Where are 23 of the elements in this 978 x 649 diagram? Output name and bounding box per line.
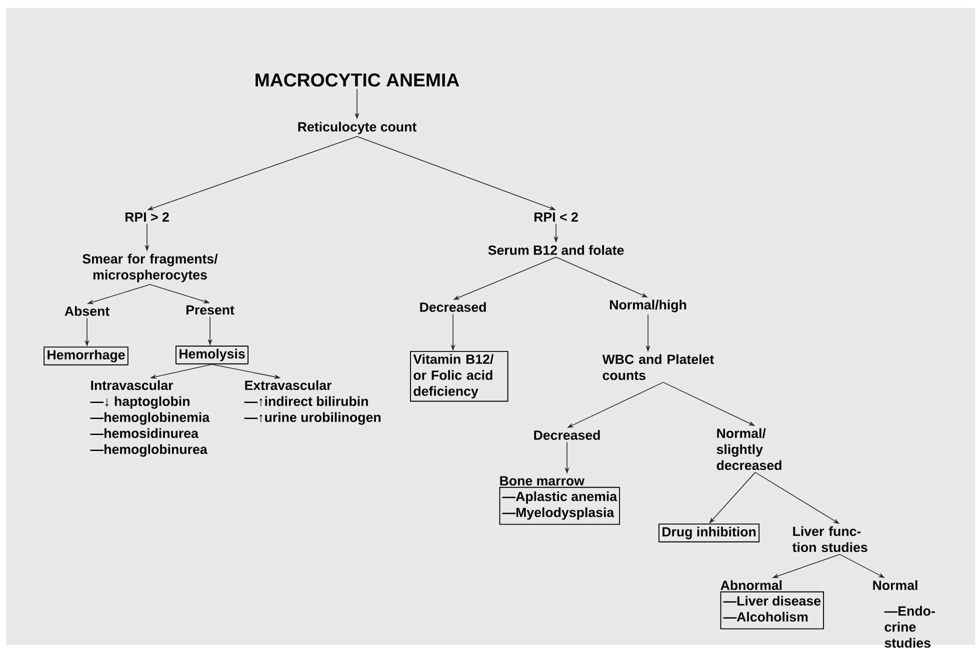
result-text: Normal/ slightly decreased <box>716 428 782 470</box>
step-text: Serum B12 and folate <box>488 245 624 255</box>
result-text: Decreased <box>534 430 600 440</box>
diagnosis-box: Hemorrhage <box>44 346 128 366</box>
diagnosis-box: Abnormal —Liver disease —Alcoholism <box>720 580 824 630</box>
result-text: Absent <box>64 306 110 316</box>
step-text: Reticulocyte count <box>298 122 416 134</box>
finding-list: Extravascular —↑indirect bilirubin —↑urine urobilinogen <box>244 380 380 425</box>
diagnosis-box: Bone marrow —Aplastic anemia —Myelodysplasia <box>498 476 620 525</box>
step-text: WBC and Platelet counts <box>602 354 714 380</box>
step-text: RPI < 2 <box>534 212 578 222</box>
result-text: Present <box>186 305 234 315</box>
title-text: MACROCYTIC ANEMIA <box>256 73 460 87</box>
finding-list: Intravascular —↓ haptoglobin —hemoglobinemia —hemosidinurea —hemoglobinurea <box>90 380 210 457</box>
diagnosis-box: Vitamin B12/ or Folic acid deficiency <box>410 351 508 402</box>
step-text: Liver func- tion studies <box>792 526 868 552</box>
result-text: Normal/high <box>610 300 686 312</box>
step-text: RPI > 2 <box>126 212 169 222</box>
result-text: Decreased <box>420 302 486 312</box>
diagnosis-box: Drug inhibition <box>658 524 760 542</box>
diagnosis-box: Hemolysis <box>176 346 248 364</box>
step-text: Smear for fragments/ microspherocytes <box>82 254 218 282</box>
result-text: Normal —Endo- crine studies <box>873 580 935 648</box>
